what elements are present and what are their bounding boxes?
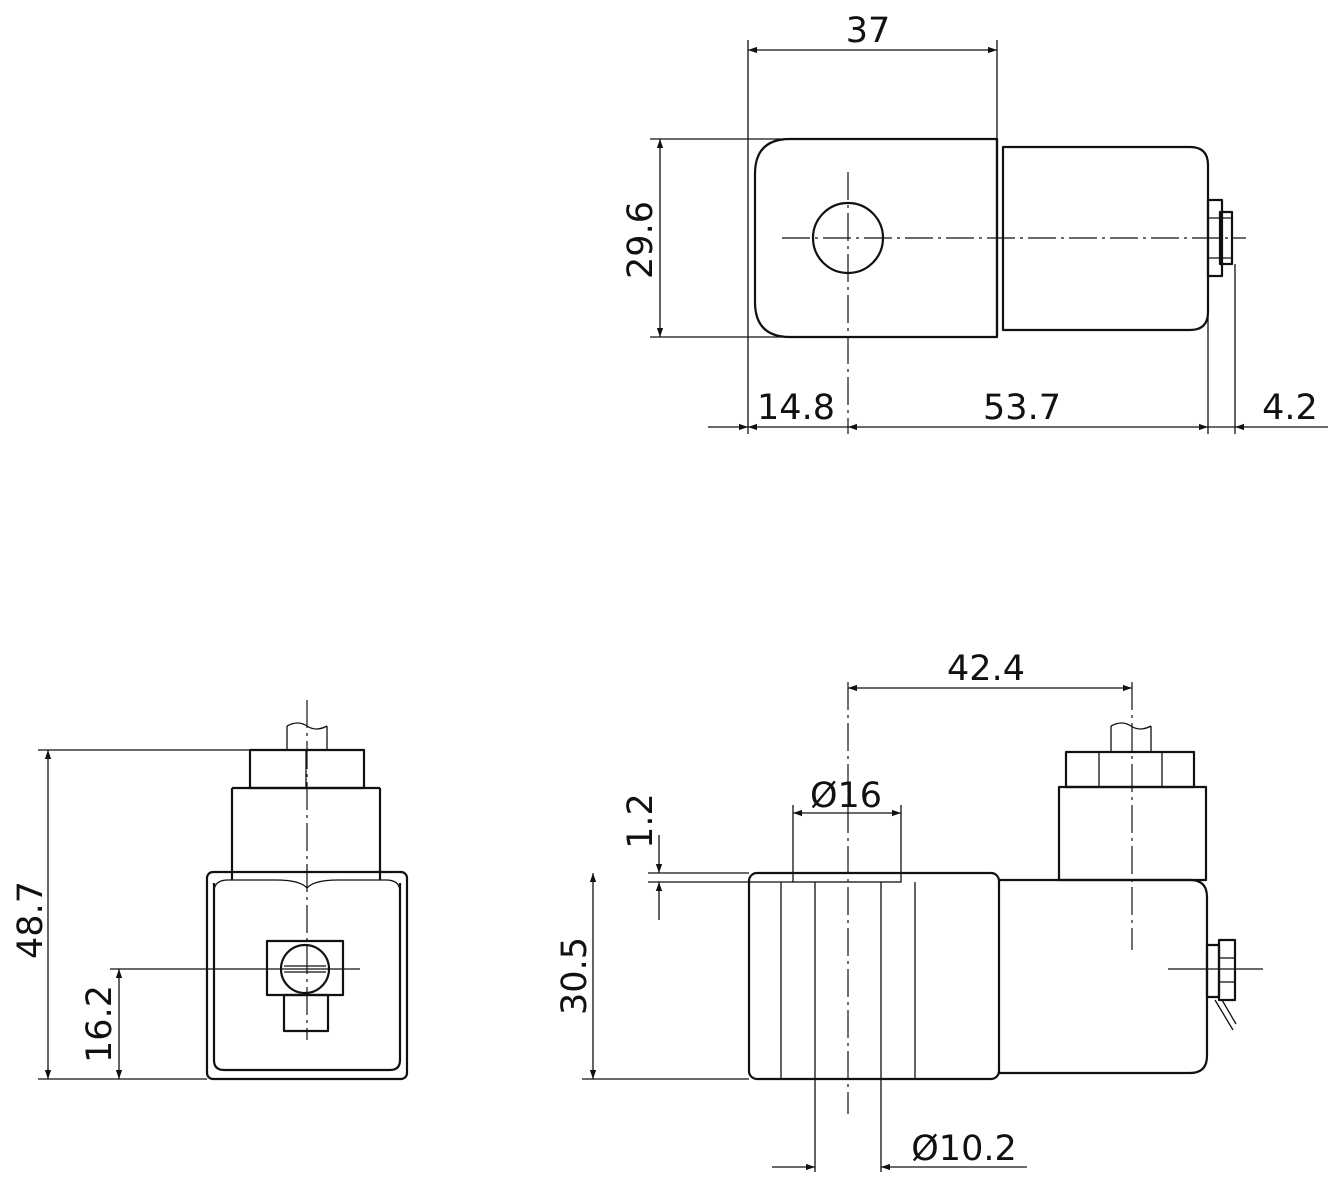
dim-42-4: 42.4 (947, 649, 1025, 689)
dim-37: 37 (846, 11, 891, 51)
dim-48-7: 48.7 (11, 881, 51, 959)
dim-dia-16: Ø16 (810, 776, 882, 816)
dim-53-7: 53.7 (983, 388, 1061, 428)
dim-14-8: 14.8 (757, 388, 835, 428)
dim-29-6: 29.6 (621, 201, 661, 279)
side-view: 48.7 16.2 (11, 700, 409, 1081)
front-view: 42.4 Ø16 1.2 30.5 Ø10.2 (555, 649, 1263, 1172)
dim-4-2: 4.2 (1262, 388, 1318, 428)
dim-dia-10-2: Ø10.2 (911, 1129, 1016, 1169)
dim-30-5: 30.5 (555, 937, 595, 1015)
top-view: 37 29.6 14.8 53.7 4.2 (621, 11, 1328, 434)
dim-16-2: 16.2 (80, 985, 120, 1063)
dim-1-2: 1.2 (621, 793, 661, 849)
